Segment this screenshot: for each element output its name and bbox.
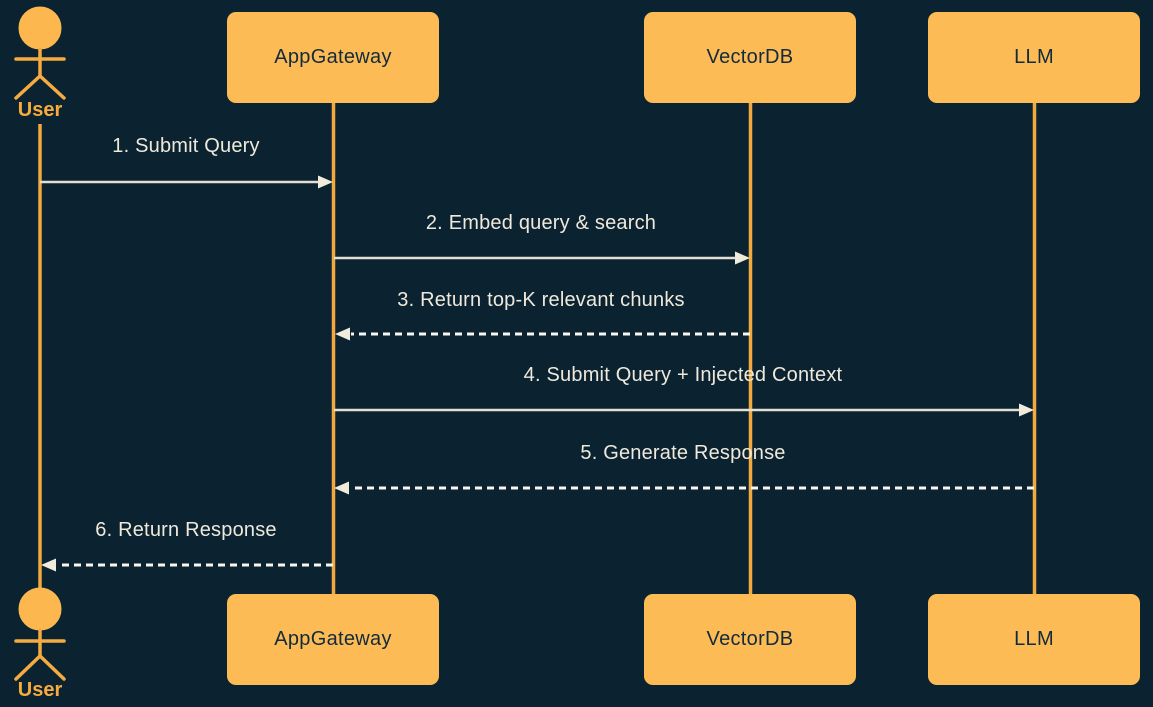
message-arrow-3 bbox=[335, 327, 750, 341]
message-arrow-4 bbox=[334, 403, 1034, 417]
participant-label: VectorDB bbox=[706, 628, 794, 650]
participant-box-llm-bottom: LLM bbox=[928, 594, 1140, 685]
message-arrow-1 bbox=[40, 175, 333, 189]
participant-label: LLM bbox=[1014, 46, 1054, 68]
participant-label: AppGateway bbox=[274, 46, 392, 68]
actor-label-user-top: User bbox=[17, 99, 63, 121]
message-label-1: 1. Submit Query bbox=[112, 135, 260, 157]
participant-box-appgateway-top: AppGateway bbox=[227, 12, 439, 103]
actor-label-user-bottom: User bbox=[17, 679, 63, 701]
message-label-3: 3. Return top-K relevant chunks bbox=[397, 289, 685, 311]
message-label-2: 2. Embed query & search bbox=[425, 212, 657, 234]
actor-figure-bottom bbox=[14, 587, 66, 681]
message-arrow-2 bbox=[334, 251, 750, 265]
actor-figure-top bbox=[14, 6, 66, 100]
participant-box-llm-top: LLM bbox=[928, 12, 1140, 103]
message-arrow-6 bbox=[41, 558, 333, 572]
actor-head-icon bbox=[18, 587, 62, 631]
message-label-6: 6. Return Response bbox=[95, 519, 277, 541]
participant-box-vectordb-bottom: VectorDB bbox=[644, 594, 856, 685]
message-arrow-5 bbox=[334, 481, 1034, 495]
message-label-5: 5. Generate Response bbox=[580, 442, 786, 464]
participant-label: AppGateway bbox=[274, 628, 392, 650]
message-label-4: 4. Submit Query + Injected Context bbox=[523, 364, 843, 386]
participant-label: LLM bbox=[1014, 628, 1054, 650]
participant-box-vectordb-top: VectorDB bbox=[644, 12, 856, 103]
participant-label: VectorDB bbox=[706, 46, 794, 68]
participant-box-appgateway-bottom: AppGateway bbox=[227, 594, 439, 685]
actor-head-icon bbox=[18, 6, 62, 50]
